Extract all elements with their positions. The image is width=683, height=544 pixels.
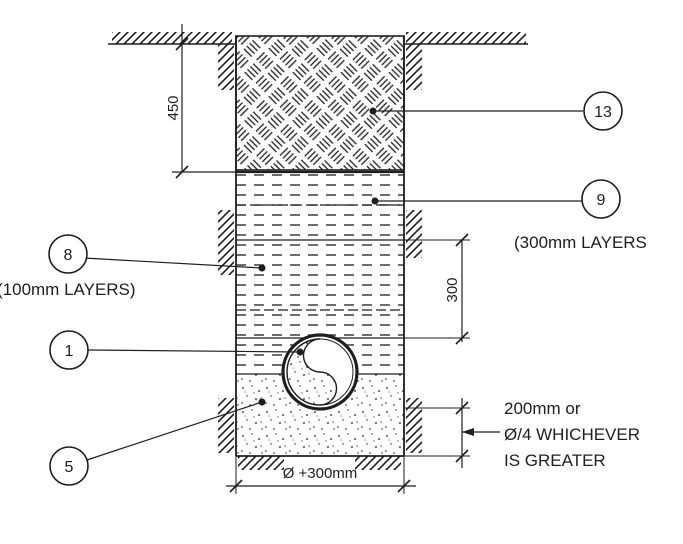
callout-9-number: 9 <box>597 192 606 209</box>
callout-5-number: 5 <box>65 459 74 476</box>
ground-surface <box>108 32 528 45</box>
callout-9-note: (300mm LAYERS <box>514 233 647 252</box>
trench-width-label: Ø +300mm <box>283 465 358 482</box>
callout-13: 13 <box>369 91 623 131</box>
bedding-label-line-2: Ø/4 WHICHEVER <box>504 425 640 444</box>
callout-5: 5 <box>49 398 266 486</box>
layer-spacing-dimension: 300 <box>404 233 470 345</box>
cover-depth-label: 450 <box>165 95 182 120</box>
trench-outline <box>235 36 405 457</box>
cover-depth-dimension: 450 <box>165 24 236 179</box>
bedding-label-line-1: 200mm or <box>504 399 581 418</box>
callout-1-number: 1 <box>65 343 74 360</box>
callout-8-note: (100mm LAYERS) <box>0 280 136 299</box>
callout-9: 9 (300mm LAYERS <box>371 179 647 252</box>
topsoil-backfill-layer <box>235 35 405 171</box>
pipe-section <box>281 333 359 411</box>
bedding-label-line-3: IS GREATER <box>504 451 606 470</box>
callout-8-number: 8 <box>64 247 73 264</box>
callout-1: 1 <box>49 330 304 370</box>
callout-13-number: 13 <box>594 104 612 121</box>
callout-8: 8 (100mm LAYERS) <box>0 234 266 299</box>
layer-spacing-label: 300 <box>444 277 461 302</box>
bedding-dimension: 200mm or Ø/4 WHICHEVER IS GREATER <box>404 398 640 470</box>
trench-width-dimension: Ø +300mm <box>226 456 416 494</box>
trench-wall-hatching <box>218 44 422 470</box>
